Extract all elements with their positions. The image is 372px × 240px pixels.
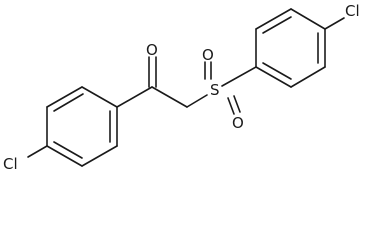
inner-double-bond: [262, 16, 292, 34]
atom-label-o-carbonyl: O: [146, 41, 158, 59]
left-ring: [46, 86, 118, 167]
bond-c-cl-left: [27, 145, 48, 158]
bond-c-cl-right: [324, 17, 345, 30]
bond-s-o-bottom: [233, 95, 241, 113]
bond-ch2-s: [186, 94, 208, 108]
atom-label-s: S: [210, 81, 220, 99]
bond-ring-carbonyl: [116, 86, 153, 108]
bond-carbonyl-ch2: [151, 86, 188, 108]
inner-double-bond: [53, 141, 83, 159]
inner-double-bond: [262, 62, 292, 80]
bond-s-o-bottom: [227, 97, 235, 115]
atom-label-o-sulfonyl-top: O: [202, 46, 214, 64]
right-ring: [255, 8, 326, 88]
inner-double-bond: [53, 93, 84, 112]
atom-label-cl-left: Cl: [3, 155, 18, 173]
atom-label-cl-right: Cl: [345, 2, 360, 20]
atom-label-o-sulfonyl-bottom: O: [232, 114, 244, 132]
bond-s-ring: [221, 66, 257, 87]
chemical-structure-diagram: Cl O S O O Cl: [3, 2, 360, 173]
